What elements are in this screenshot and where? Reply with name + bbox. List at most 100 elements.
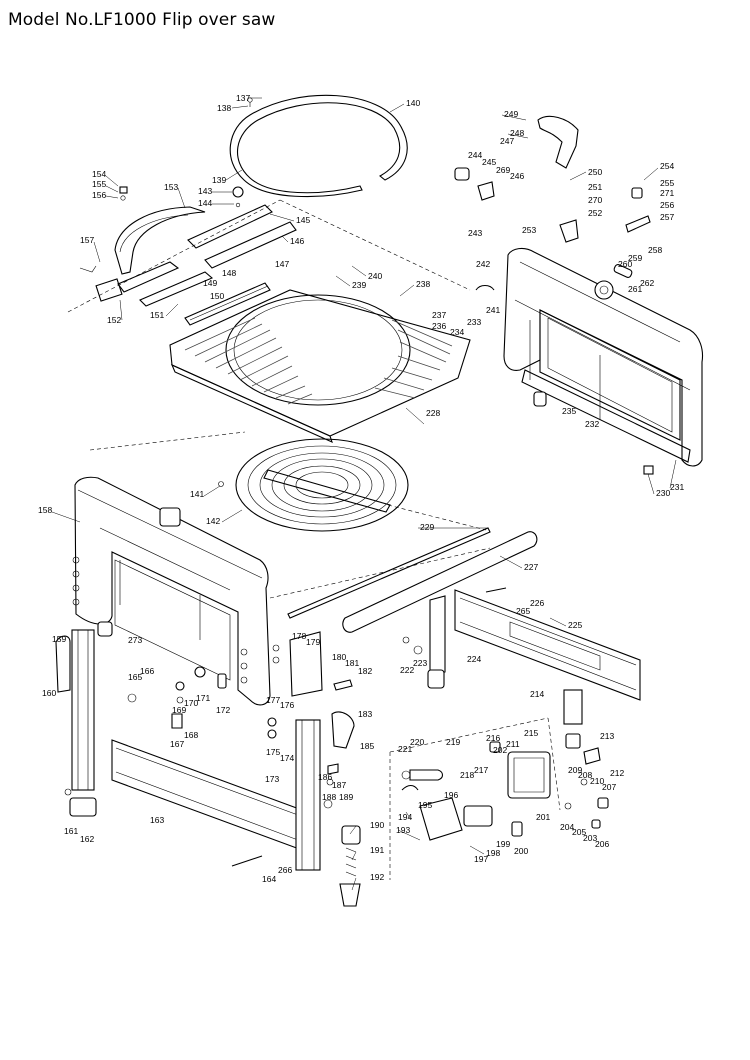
part-labels: 137 138 140 139 154 155 156 153 143 144 … <box>38 93 684 884</box>
ring-gasket <box>229 94 408 198</box>
part-label: 214 <box>530 689 544 699</box>
part-label: 237 <box>432 310 446 320</box>
part-label: 225 <box>568 620 582 630</box>
part-label: 186 <box>318 772 332 782</box>
leader-lines <box>51 97 677 891</box>
part-label: 137 <box>236 93 250 103</box>
blade-guard <box>79 186 206 302</box>
part-label: 202 <box>493 745 507 755</box>
part-label: 164 <box>262 874 276 884</box>
part-label: 212 <box>610 768 624 778</box>
part-label: 226 <box>530 598 544 608</box>
part-label: 270 <box>588 195 602 205</box>
part-label: 200 <box>514 846 528 856</box>
part-label: 156 <box>92 190 106 200</box>
part-label: 254 <box>660 161 674 171</box>
part-label: 240 <box>368 271 382 281</box>
part-label: 198 <box>486 848 500 858</box>
part-label: 259 <box>628 253 642 263</box>
part-label: 218 <box>460 770 474 780</box>
part-label: 238 <box>416 279 430 289</box>
part-label: 185 <box>360 741 374 751</box>
part-label: 166 <box>140 666 154 676</box>
part-label: 148 <box>222 268 236 278</box>
part-label: 158 <box>38 505 52 515</box>
part-label: 138 <box>217 103 231 113</box>
part-label: 210 <box>590 776 604 786</box>
part-label: 165 <box>128 672 142 682</box>
part-label: 151 <box>150 310 164 320</box>
part-label: 211 <box>506 739 520 749</box>
part-label: 241 <box>486 305 500 315</box>
part-label: 228 <box>426 408 440 418</box>
trunnion-frame <box>454 115 704 475</box>
part-label: 227 <box>524 562 538 572</box>
part-label: 190 <box>370 820 384 830</box>
part-label: 208 <box>578 770 592 780</box>
small-fasteners <box>127 587 507 786</box>
part-label: 215 <box>524 728 538 738</box>
part-label: 154 <box>92 169 106 179</box>
part-label: 195 <box>418 800 432 810</box>
part-label: 219 <box>446 737 460 747</box>
part-label: 152 <box>107 315 121 325</box>
part-label: 239 <box>352 280 366 290</box>
part-label: 157 <box>80 235 94 245</box>
part-label: 262 <box>640 278 654 288</box>
part-label: 253 <box>522 225 536 235</box>
part-label: 204 <box>560 822 574 832</box>
stand-body-158 <box>72 476 271 706</box>
part-label: 181 <box>345 658 359 668</box>
part-label: 193 <box>396 825 410 835</box>
part-label: 139 <box>212 175 226 185</box>
part-label: 242 <box>476 259 490 269</box>
part-label: 163 <box>150 815 164 825</box>
part-label: 168 <box>184 730 198 740</box>
part-label: 169 <box>172 705 186 715</box>
switch-box-assembly <box>389 689 609 880</box>
part-label: 257 <box>660 212 674 222</box>
rails-227-229 <box>269 527 538 633</box>
part-label: 162 <box>80 834 94 844</box>
part-label: 236 <box>432 321 446 331</box>
part-label: 224 <box>467 654 481 664</box>
part-label: 248 <box>510 128 524 138</box>
page-title: Model No.LF1000 Flip over saw <box>8 10 276 30</box>
part-label: 234 <box>450 327 464 337</box>
part-label: 155 <box>92 179 106 189</box>
part-label: 140 <box>406 98 420 108</box>
part-label: 170 <box>184 698 198 708</box>
part-label: 245 <box>482 157 496 167</box>
part-label: 221 <box>398 744 412 754</box>
part-label: 205 <box>572 827 586 837</box>
part-label: 258 <box>648 245 662 255</box>
part-label: 246 <box>510 171 524 181</box>
fence-rails <box>139 186 297 326</box>
part-label: 220 <box>410 737 424 747</box>
part-label: 250 <box>588 167 602 177</box>
part-label: 159 <box>52 634 66 644</box>
left-leg-160 <box>55 621 113 817</box>
part-label: 217 <box>474 765 488 775</box>
part-label: 183 <box>358 709 372 719</box>
part-label: 252 <box>588 208 602 218</box>
part-label: 203 <box>583 833 597 843</box>
part-label: 191 <box>370 845 384 855</box>
part-label: 230 <box>656 488 670 498</box>
part-label: 244 <box>468 150 482 160</box>
part-label: 147 <box>275 259 289 269</box>
part-label: 167 <box>170 739 184 749</box>
part-label: 247 <box>500 136 514 146</box>
part-label: 189 <box>339 792 353 802</box>
part-label: 194 <box>398 812 412 822</box>
part-label: 265 <box>516 606 530 616</box>
part-label: 175 <box>266 747 280 757</box>
side-rail-225 <box>427 589 641 701</box>
turntable-142 <box>89 431 487 532</box>
part-label: 174 <box>280 753 294 763</box>
part-label: 207 <box>602 782 616 792</box>
part-label: 249 <box>504 109 518 119</box>
part-label: 172 <box>216 705 230 715</box>
part-label: 179 <box>306 637 320 647</box>
